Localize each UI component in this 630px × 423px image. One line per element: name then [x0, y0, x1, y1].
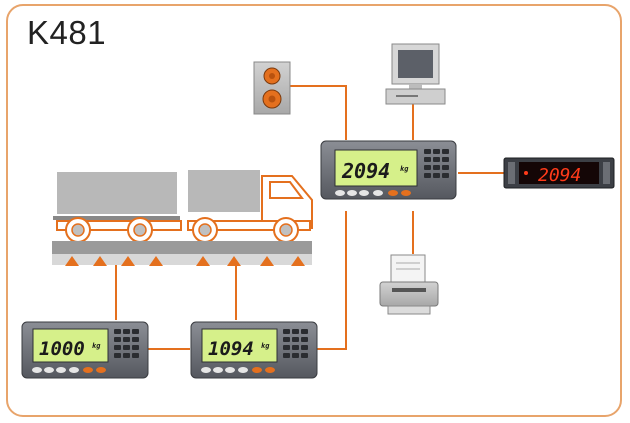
remote-display-icon: 2094	[503, 157, 615, 189]
speaker-icon	[253, 61, 291, 115]
middle-weight-unit: kg	[261, 342, 270, 350]
middle-keypad	[283, 329, 308, 358]
left-weight-indicator: 1000 kg	[21, 321, 149, 379]
diagram-border	[6, 4, 622, 417]
line-speaker	[290, 85, 347, 140]
remote-display-value: 2094	[538, 165, 581, 186]
weighbridge-base	[52, 254, 312, 265]
main-weight-value: 2094	[341, 159, 390, 183]
printer-icon	[379, 254, 439, 315]
computer-icon	[385, 43, 446, 105]
main-lcd-screen	[334, 149, 418, 187]
load-cell-icon	[65, 256, 305, 266]
diagram-title: K481	[27, 14, 107, 51]
truck-icon	[187, 170, 313, 243]
main-function-buttons	[335, 190, 411, 196]
main-weight-unit: kg	[400, 165, 409, 173]
main-weight-indicator: 2094 kg	[320, 140, 457, 200]
left-function-buttons	[32, 367, 106, 373]
left-weight-value: 1000	[39, 338, 85, 360]
trailer-icon	[53, 172, 182, 243]
left-lcd-screen	[32, 328, 109, 363]
middle-function-buttons	[201, 367, 275, 373]
middle-weight-indicator: 1094 kg	[190, 321, 318, 379]
connection-lines	[115, 85, 504, 350]
weighbridge-platform	[52, 241, 312, 254]
middle-lcd-screen	[201, 328, 278, 363]
middle-weight-value: 1094	[208, 338, 254, 360]
left-keypad	[114, 329, 139, 358]
main-keypad	[424, 149, 449, 178]
left-weight-unit: kg	[92, 342, 101, 350]
